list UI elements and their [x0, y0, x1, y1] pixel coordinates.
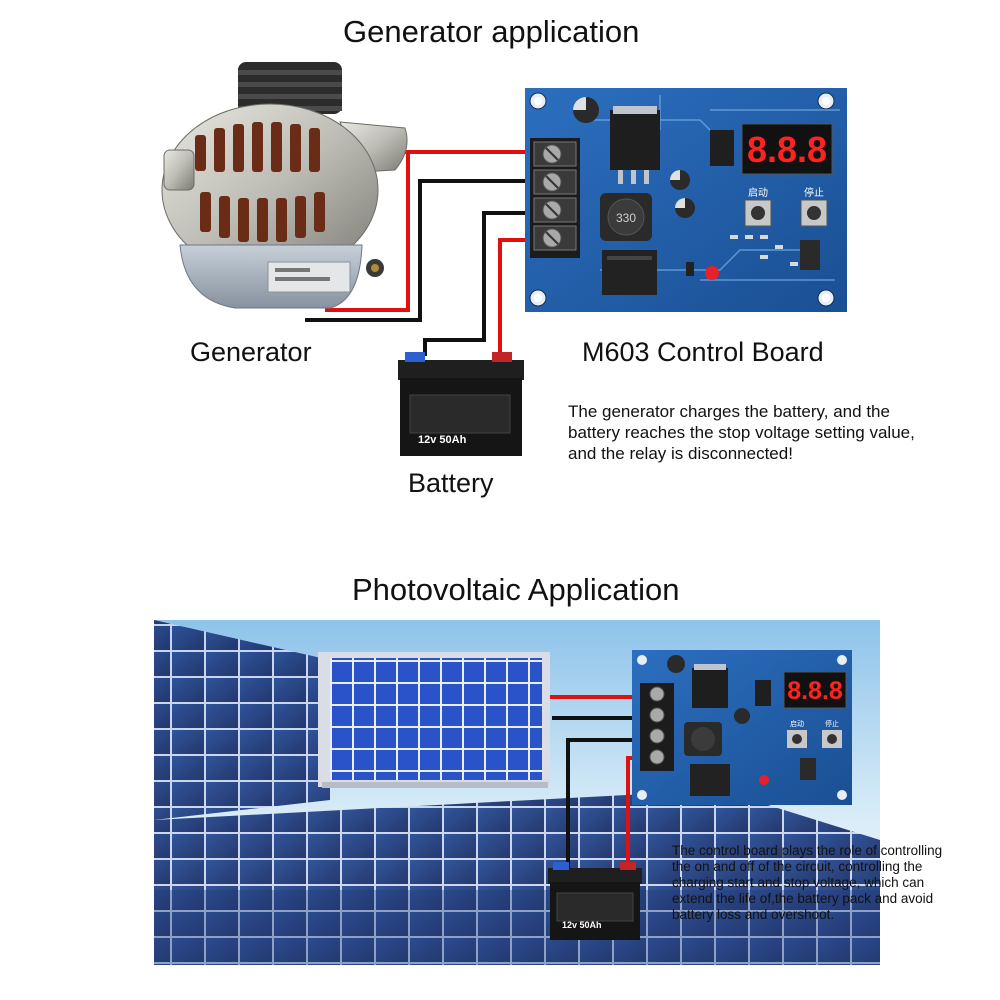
generator-description: The generator charges the battery, and t… [568, 401, 915, 464]
photovoltaic-description-line: the on and off of the circuit, controlli… [672, 859, 923, 874]
bottom-battery-rating: 12v 50Ah [562, 920, 602, 930]
photovoltaic-description-line: charging start and stop voltage, which c… [672, 875, 925, 890]
inductor-code: 330 [616, 211, 636, 225]
generator-description-line: The generator charges the battery, and t… [568, 402, 890, 421]
photovoltaic-application-title: Photovoltaic Application [352, 572, 680, 607]
control-board-top: 330 8.8.8 启动 停止 [525, 88, 847, 312]
alternator-image [161, 62, 408, 309]
photovoltaic-description: The control board plays the role of cont… [672, 843, 972, 923]
solar-panel-image [318, 652, 550, 788]
control-board-bottom: 8.8.8 启动 停止 [632, 650, 852, 805]
generator-application-title: Generator application [343, 14, 640, 49]
bottom-start-label: 启动 [790, 719, 804, 728]
battery-image-bottom: 12v 50Ah [548, 862, 642, 940]
bottom-board-display: 8.8.8 [787, 677, 843, 705]
generator-description-line: and the relay is disconnected! [568, 444, 793, 463]
top-board-display: 8.8.8 [747, 129, 827, 170]
battery-image-top: 12v 50Ah [398, 352, 524, 456]
photovoltaic-description-line: battery loss and overshoot. [672, 907, 835, 922]
generator-description-line: battery reaches the stop voltage setting… [568, 423, 915, 442]
photovoltaic-description-line: extend the life of,the battery pack and … [672, 891, 934, 906]
generator-label: Generator [190, 337, 312, 367]
photovoltaic-description-line: The control board plays the role of cont… [672, 843, 943, 858]
top-start-label: 启动 [748, 186, 768, 199]
battery-label: Battery [408, 468, 494, 498]
top-stop-label: 停止 [804, 186, 824, 199]
top-battery-rating: 12v 50Ah [418, 434, 467, 446]
top-wires [305, 150, 530, 356]
bottom-stop-label: 停止 [825, 719, 839, 728]
control-board-label: M603 Control Board [582, 337, 824, 367]
